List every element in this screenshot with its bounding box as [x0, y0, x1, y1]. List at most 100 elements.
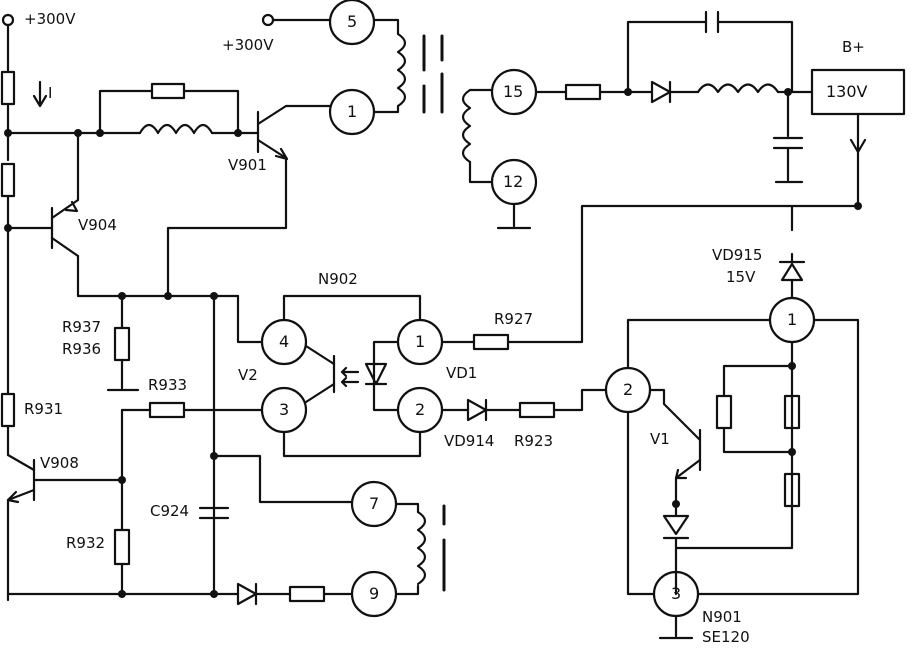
n901-pin-2-label: 2 [623, 380, 634, 399]
v1-collector [648, 388, 702, 442]
label-r927: R927 [494, 310, 534, 328]
pin-9-label: 9 [369, 584, 380, 603]
pin-1-label: 1 [347, 102, 358, 121]
v904-arrow [64, 200, 79, 213]
label-r923: R923 [514, 432, 554, 450]
resistor-r931 [0, 392, 16, 428]
diode-vd914 [466, 398, 488, 422]
label-vd1: VD1 [446, 364, 478, 382]
inductor-top [138, 123, 214, 135]
wire [552, 388, 608, 412]
wire [722, 426, 794, 454]
wire [372, 104, 400, 114]
label-se120: SE120 [702, 628, 750, 646]
label-vd914: VD914 [444, 432, 495, 450]
output-arrow [849, 112, 867, 154]
label-n901: N901 [702, 608, 742, 626]
label-c924: C924 [150, 502, 190, 520]
capacitor-output [772, 136, 804, 150]
v1-emitter [674, 458, 702, 506]
label-r933: R933 [148, 376, 188, 394]
label-r931: R931 [24, 400, 64, 418]
resistor-r937 [113, 326, 131, 362]
wire [76, 254, 240, 298]
n902-pin-3-label: 3 [279, 400, 290, 419]
aux-winding [416, 510, 427, 586]
supply-label-mid: +300V [222, 36, 274, 54]
v908-legs [6, 453, 36, 502]
n901-pin-3-label: 3 [671, 584, 682, 603]
resistor-r927 [472, 333, 510, 351]
resistor-top-bypass [150, 82, 186, 100]
zener-v1 [662, 502, 690, 596]
inductor-output [696, 83, 780, 94]
capacitor-c924 [198, 506, 230, 520]
resistor-n901-a [715, 394, 733, 430]
wire [506, 204, 860, 344]
opto-light-arrows [340, 366, 360, 388]
label-vd915: VD915 [712, 246, 763, 264]
n902-pin-1-label: 1 [415, 332, 426, 351]
label-n902: N902 [318, 270, 358, 288]
primary-winding [396, 32, 407, 108]
ground-n901 [658, 614, 694, 640]
resistor-left-mid [0, 162, 16, 198]
supply-terminal-mid [261, 13, 275, 27]
diode-bottom [236, 582, 258, 606]
supply-terminal-left [1, 13, 15, 27]
n901-pin-1-label: 1 [787, 310, 798, 329]
opto-transistor-legs [304, 344, 336, 404]
wire [236, 294, 264, 344]
label-v2: V2 [238, 366, 258, 384]
wire [626, 318, 860, 596]
capacitor-bypass [704, 10, 720, 34]
ground-output [774, 146, 804, 184]
wire [674, 340, 794, 550]
label-r936: R936 [62, 340, 102, 358]
label-v1: V1 [650, 430, 670, 448]
wire [282, 430, 422, 458]
v901-emitter [256, 138, 288, 160]
wire [626, 318, 772, 370]
wire [722, 364, 794, 398]
zener-vd915 [778, 252, 806, 282]
v908-arrow [6, 490, 20, 504]
label-15v: 15V [726, 268, 756, 286]
pin-12-label: 12 [503, 172, 524, 191]
resistor-top-left [0, 70, 16, 106]
pin-5-circle [328, 0, 376, 46]
n902-pin-2-label: 2 [415, 400, 426, 419]
wire [166, 156, 288, 298]
label-v904: V904 [78, 216, 117, 234]
wire [468, 160, 494, 184]
wire [212, 454, 354, 504]
resistor-n901-b [783, 394, 801, 430]
wire [394, 502, 420, 596]
resistor-n901-c [783, 472, 801, 508]
resistor-r933 [148, 401, 186, 419]
label-v908: V908 [40, 454, 79, 472]
wire [282, 294, 422, 322]
pin-15-label: 15 [503, 82, 524, 101]
pin-5-label: 5 [347, 12, 358, 31]
current-arrow [32, 80, 48, 108]
resistor-bottom [288, 585, 326, 603]
wire [372, 340, 400, 412]
supply-label-left: +300V [24, 10, 76, 28]
ground-12 [496, 202, 532, 230]
ground-r937 [106, 358, 140, 392]
v904-collector [50, 198, 80, 220]
n902-pin-4-label: 4 [279, 332, 290, 351]
wire [372, 18, 400, 36]
label-b-plus: B+ [842, 38, 865, 56]
current-label: I [48, 84, 53, 102]
v1-arrow [674, 468, 688, 480]
label-v901: V901 [228, 156, 267, 174]
label-r932: R932 [66, 534, 106, 552]
secondary-winding [461, 88, 472, 164]
resistor-r923 [518, 401, 556, 419]
wire [626, 20, 794, 94]
junction-dots [4, 88, 862, 598]
resistor-r932 [113, 528, 131, 566]
